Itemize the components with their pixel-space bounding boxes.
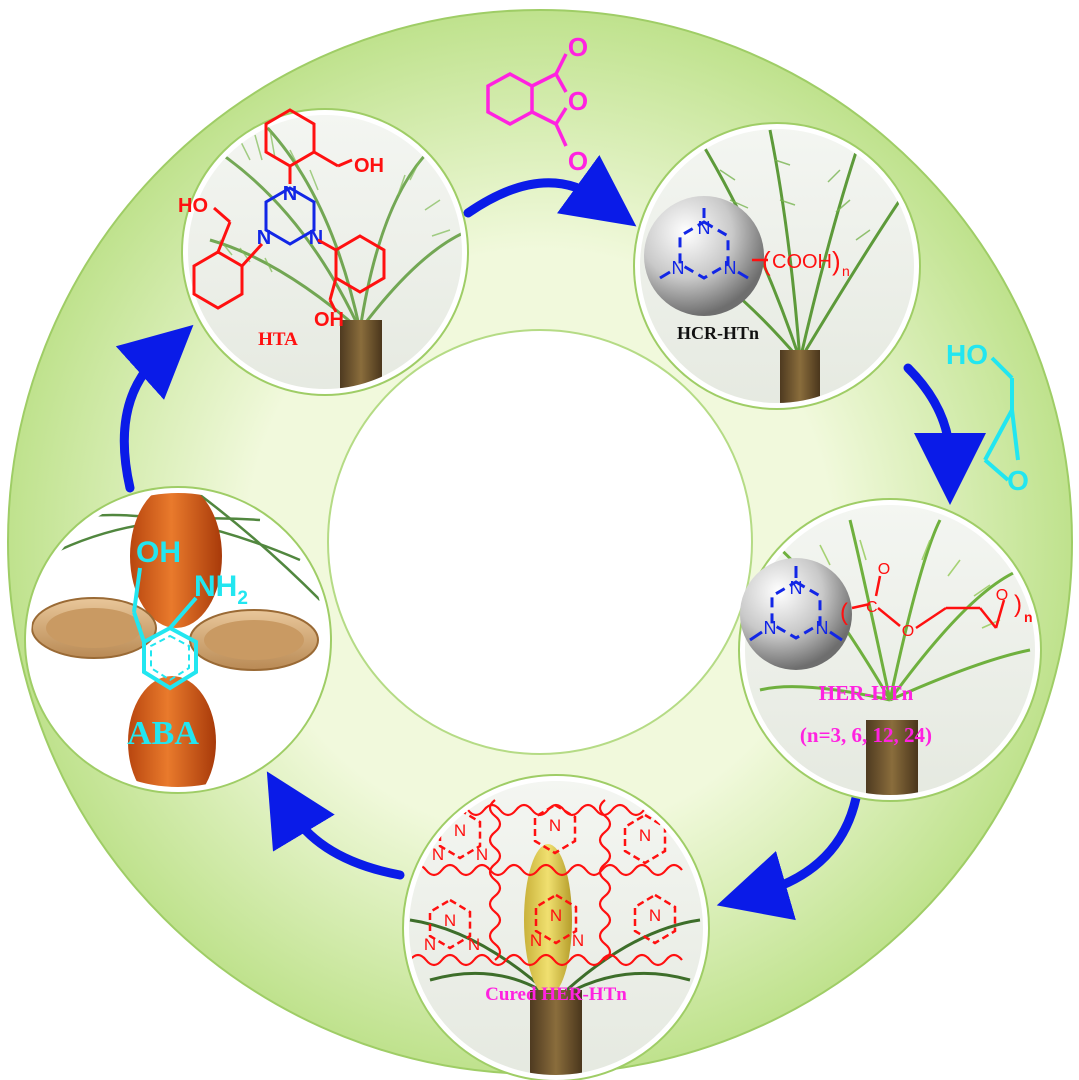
svg-text:N: N [672, 258, 685, 278]
anhydride-o-mid: O [568, 86, 588, 116]
hcr-triazine: N N N [659, 208, 749, 280]
svg-text:N: N [530, 931, 542, 950]
svg-text:(: ( [762, 246, 771, 276]
anhydride-o-bottom: O [568, 146, 588, 176]
hta-label: HTA [258, 329, 298, 350]
aba-molecule: OH NH2 [132, 536, 248, 691]
glycidol-ho: HO [946, 339, 988, 370]
arrow-cured-to-aba [266, 771, 405, 880]
aba-label: ABA [127, 715, 199, 752]
her-condition: (n=3, 6, 12, 24) [800, 723, 932, 747]
her-o-epoxy: O [996, 587, 1008, 604]
hta-n-right: N [309, 227, 323, 249]
arrow-hcr-to-her [903, 363, 986, 505]
svg-text:(: ( [840, 599, 848, 626]
svg-text:C: C [866, 599, 878, 616]
svg-text:): ) [832, 246, 841, 276]
cured-photo [406, 778, 706, 1078]
svg-text:N: N [549, 816, 561, 835]
her-ester-epoxy-group: ( C O O O ) n [840, 561, 1033, 640]
node-aba: OH NH2 ABA [24, 486, 332, 794]
hta-n-left: N [257, 227, 271, 249]
hcr-subscript: n [842, 263, 850, 279]
node-hta: N N N OH HO OH HTA [178, 108, 469, 396]
arrow-aba-to-hta [115, 324, 194, 493]
svg-text:N: N [476, 845, 488, 864]
node-her-htn: N N N ( C O O O ) n HER-HTn (n=3, 6, 12,… [738, 498, 1042, 802]
hcr-sphere [644, 196, 764, 316]
cone [524, 844, 572, 996]
hta-oh-left: HO [178, 195, 208, 217]
svg-text:N: N [764, 618, 777, 638]
svg-text:N: N [550, 906, 562, 925]
svg-text:N: N [432, 845, 444, 864]
svg-text:N: N [639, 826, 651, 845]
svg-text:N: N [790, 578, 803, 598]
her-sphere [740, 558, 852, 670]
cured-n-atoms: N N N N N N N N N N N N [424, 816, 661, 954]
her-subscript: n [1024, 609, 1033, 625]
svg-text:N: N [572, 931, 584, 950]
her-label: HER-HTn [819, 681, 914, 705]
anhydride-o-top: O [568, 32, 588, 62]
svg-text:N: N [468, 935, 480, 954]
seed-top [130, 490, 222, 628]
svg-text:N: N [698, 218, 711, 238]
svg-text:N: N [649, 906, 661, 925]
inner-hole [327, 329, 753, 755]
svg-text:N: N [724, 258, 737, 278]
hta-molecule: N N N OH HO OH [178, 108, 386, 331]
svg-text:N: N [454, 821, 466, 840]
aba-photo [28, 490, 328, 790]
arrow-her-to-cured [716, 793, 861, 921]
hcr-cooh-group: ( COOH ) n [752, 246, 850, 279]
cured-label: Cured HER-HTn [485, 984, 627, 1005]
svg-text:N: N [424, 935, 436, 954]
aba-oh: OH [136, 536, 181, 569]
reagent-phthalic-anhydride: O O O [486, 32, 588, 176]
aba-nh2: NH2 [194, 570, 248, 609]
hcr-label: HCR-HTn [677, 323, 759, 343]
svg-text:N: N [444, 911, 456, 930]
node-cured-her-htn: N N N N N N N N N N N N Cured HER-HTn [402, 774, 710, 1080]
hta-oh-top: OH [354, 155, 384, 177]
her-triazine: N N N [749, 566, 843, 642]
svg-text:): ) [1014, 591, 1022, 618]
svg-text:N: N [816, 618, 829, 638]
her-o-carbonyl: O [878, 561, 890, 578]
seed-bottom [128, 676, 216, 790]
hta-n-top: N [283, 183, 297, 205]
hcr-cooh: COOH [772, 251, 832, 273]
reagent-glycidol: HO O [946, 339, 1029, 496]
her-o-ester: O [902, 623, 914, 640]
hta-oh-bottom: OH [314, 309, 344, 331]
node-hcr-htn: N N N ( COOH ) n HCR-HTn [633, 122, 921, 410]
cycle-arrows [115, 155, 986, 921]
glycidol-o: O [1007, 465, 1029, 496]
arrow-hta-to-hcr [463, 155, 637, 227]
